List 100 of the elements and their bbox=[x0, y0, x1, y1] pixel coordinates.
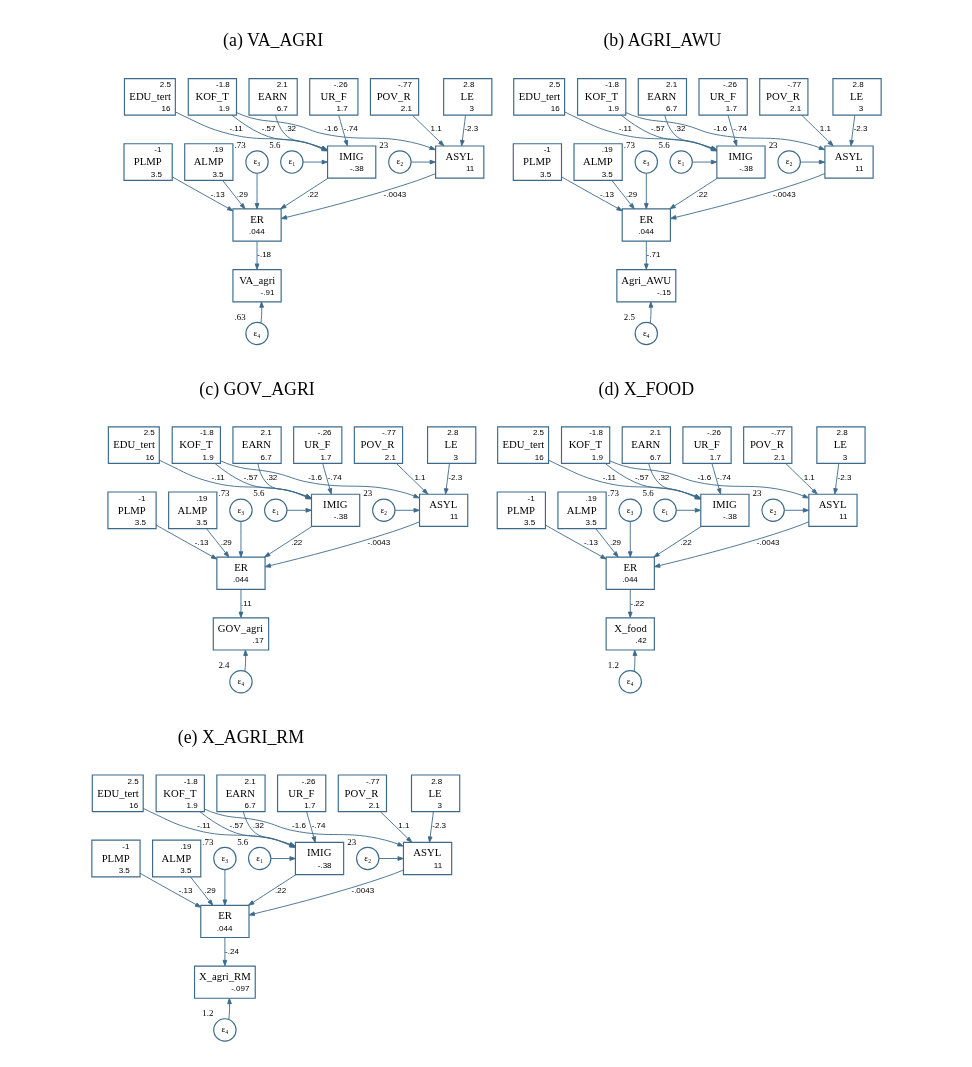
node-box: -.26 UR_F 1.7 bbox=[292, 426, 342, 464]
arrow bbox=[279, 177, 328, 210]
node-box: IMIG -.38 bbox=[310, 493, 360, 527]
node-label: 23 bbox=[362, 488, 372, 499]
node-label: 5.6 bbox=[642, 488, 654, 499]
node-circle: ε₃ bbox=[618, 498, 642, 523]
node-box: -1.8 KOF_T 1.9 bbox=[576, 78, 626, 116]
node-box: 2.8 LE 3 bbox=[815, 426, 866, 464]
node-box: 2.5 EDU_tert 16 bbox=[512, 78, 565, 116]
edge-label: .32 bbox=[657, 472, 669, 482]
node-box: ASYL 11 bbox=[418, 493, 468, 527]
node-label: 23 bbox=[346, 836, 356, 847]
arrow bbox=[643, 240, 649, 270]
node-box: 2.1 EARN 6.7 bbox=[231, 426, 282, 464]
label: (a) VA_AGRI bbox=[222, 30, 323, 51]
edge-label: -2.3 bbox=[431, 820, 446, 830]
arrow bbox=[608, 460, 809, 499]
node-circle: ε₂ bbox=[760, 498, 785, 523]
node-circle: ε₄ bbox=[634, 321, 658, 346]
edge-label: .29 bbox=[220, 537, 232, 547]
edge-label: -.18 bbox=[256, 250, 271, 260]
edge-label: -.71 bbox=[646, 250, 660, 260]
node-box: 2.5 EDU_tert 16 bbox=[123, 78, 176, 116]
node-box: X_agri_RM -.097 bbox=[193, 965, 256, 999]
node-box: 2.5 EDU_tert 16 bbox=[91, 774, 144, 813]
edge-label: -.74 bbox=[732, 124, 747, 134]
node-box: ER .044 bbox=[621, 208, 671, 242]
edge-label: -.0043 bbox=[772, 189, 796, 199]
edge-label: -.74 bbox=[716, 472, 731, 482]
edge-label: -.57 bbox=[261, 124, 276, 134]
label: (b) AGRI_AWU bbox=[602, 30, 721, 51]
node-circle: ε₄ bbox=[212, 1018, 237, 1042]
edge-label: -.13 bbox=[583, 537, 598, 547]
node-box: ASYL 11 bbox=[402, 841, 452, 876]
edge-label: .32 bbox=[265, 472, 277, 482]
node-box: -.77 POV_R 2.1 bbox=[742, 426, 792, 464]
arrow bbox=[337, 115, 348, 147]
edge-label: -.11 bbox=[228, 124, 243, 134]
arrow bbox=[242, 649, 248, 672]
node-box: Agri_AWU -.15 bbox=[615, 269, 676, 303]
node-box: 2.1 EARN 6.7 bbox=[637, 78, 687, 116]
edge-label: -.13 bbox=[599, 189, 614, 199]
arrow bbox=[263, 526, 312, 558]
edge-label: -.0043 bbox=[350, 886, 374, 896]
node-circle: ε₄ bbox=[244, 321, 269, 346]
edge-label: .29 bbox=[204, 886, 216, 896]
edge-label: -.0043 bbox=[756, 537, 780, 547]
edge-label: .22 bbox=[696, 189, 708, 199]
arrow bbox=[727, 115, 737, 147]
edge-label: -.57 bbox=[229, 820, 243, 830]
arrow bbox=[238, 589, 243, 618]
arrow bbox=[669, 173, 825, 220]
node-box: .19 ALMP 3.5 bbox=[167, 491, 217, 530]
arrow bbox=[801, 115, 834, 147]
arrow bbox=[459, 115, 466, 147]
arrow bbox=[205, 528, 229, 558]
node-box: ASYL 11 bbox=[823, 145, 874, 179]
edge-label: -2.3 bbox=[463, 124, 478, 134]
edge-label: -.13 bbox=[194, 537, 209, 547]
node-box: -.77 POV_R 2.1 bbox=[337, 774, 387, 813]
arrow bbox=[139, 872, 201, 908]
edge-label: -1.6 bbox=[291, 820, 306, 830]
edge-label: -1.6 bbox=[696, 472, 711, 482]
node-label: 2.5 bbox=[623, 311, 635, 322]
node-circle: ε₃ bbox=[634, 150, 658, 174]
node-label: .73 bbox=[607, 488, 619, 499]
edge-label: -.22 bbox=[629, 598, 644, 608]
arrow bbox=[611, 180, 635, 210]
arrow bbox=[395, 463, 428, 495]
arrow bbox=[443, 463, 450, 495]
arrow bbox=[632, 649, 637, 672]
arrow bbox=[222, 937, 227, 967]
node-circle: ε₃ bbox=[228, 498, 253, 523]
arrow bbox=[302, 159, 328, 165]
label: (d) X_FOOD bbox=[597, 378, 694, 399]
arrow bbox=[189, 876, 213, 906]
edge-label: -.24 bbox=[224, 946, 239, 956]
arrow bbox=[711, 463, 721, 495]
node-box: -.26 UR_F 1.7 bbox=[697, 78, 748, 116]
edge-label: 1.1 bbox=[397, 820, 409, 830]
edge-label: .29 bbox=[625, 189, 637, 199]
node-box: ER .044 bbox=[199, 904, 250, 939]
node-box: 2.1 EARN 6.7 bbox=[215, 774, 266, 813]
edge-label: .22 bbox=[274, 886, 286, 896]
arrow bbox=[286, 507, 312, 513]
arrow bbox=[238, 521, 243, 558]
node-box: IMIG -.38 bbox=[294, 841, 344, 876]
arrow bbox=[174, 111, 328, 151]
node-circle: ε₂ bbox=[387, 150, 412, 174]
arrow bbox=[653, 521, 809, 568]
node-label: 5.6 bbox=[268, 140, 280, 151]
arrow bbox=[254, 240, 259, 270]
arrow bbox=[675, 507, 701, 513]
edge-label: -.74 bbox=[311, 820, 326, 830]
arrow bbox=[274, 114, 328, 152]
edge-label: .32 bbox=[252, 820, 264, 830]
arrow bbox=[848, 115, 855, 147]
node-box: .19 ALMP 3.5 bbox=[572, 143, 623, 181]
node-box: .19 ALMP 3.5 bbox=[151, 839, 201, 878]
node-box: -.26 UR_F 1.7 bbox=[308, 78, 358, 116]
